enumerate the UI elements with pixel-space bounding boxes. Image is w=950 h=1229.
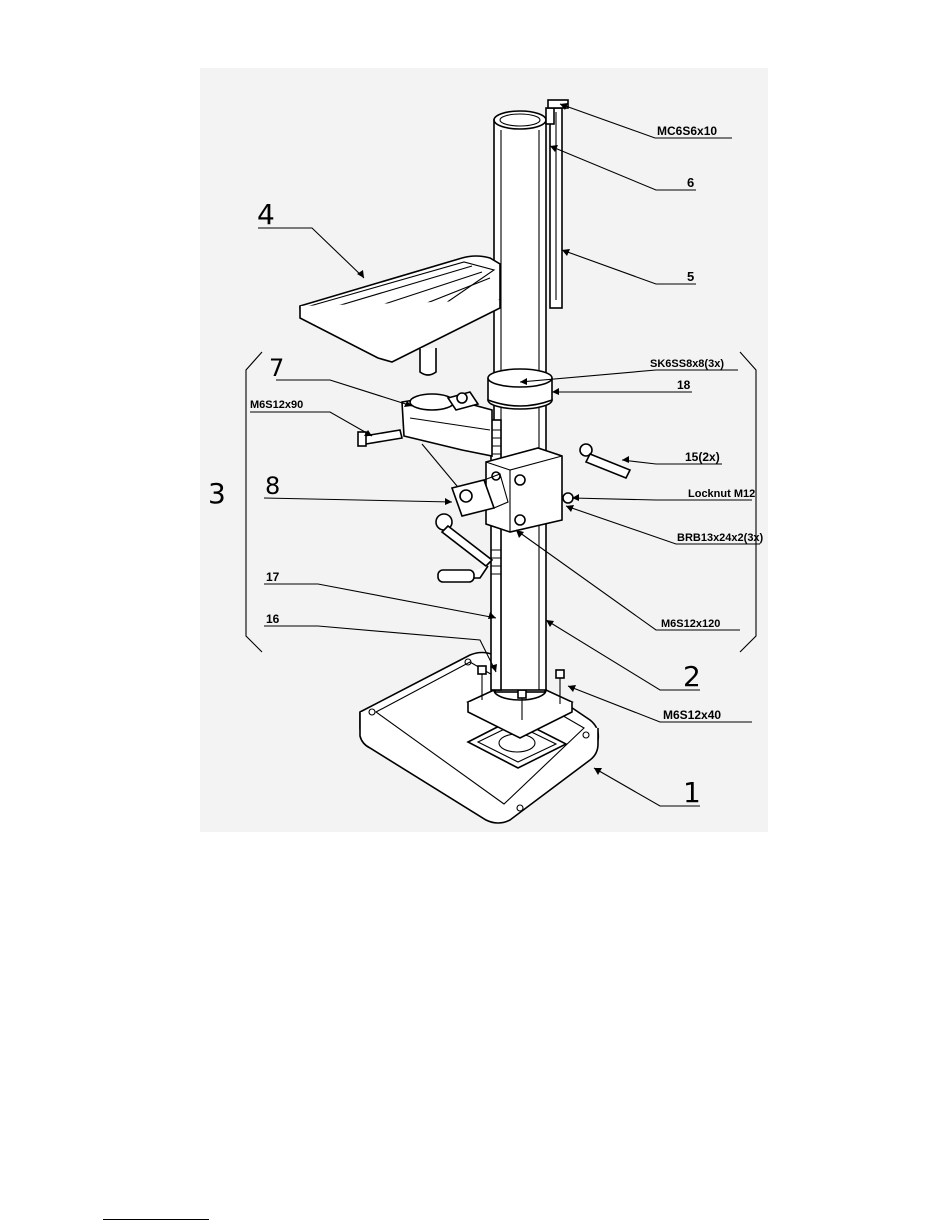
rack-ring xyxy=(488,369,552,409)
callout-m6s12x40: M6S12x40 xyxy=(663,708,721,722)
callout-15: 15(2x) xyxy=(685,450,720,464)
callout-brb13: BRB13x24x2(3x) xyxy=(677,532,764,544)
callout-m6s12x90: M6S12x90 xyxy=(250,399,303,411)
callout-6: 6 xyxy=(687,175,694,190)
callout-sk6ss8x8: SK6SS8x8(3x) xyxy=(650,358,724,370)
callout-locknut: Locknut M12 xyxy=(688,488,755,500)
clamp-bracket xyxy=(486,448,562,532)
footnote-separator xyxy=(103,1219,209,1220)
callout-1: 1 xyxy=(683,776,701,809)
callout-2: 2 xyxy=(683,660,701,693)
callout-7: 7 xyxy=(269,354,284,382)
callout-3: 3 xyxy=(208,477,226,510)
callout-m6s12x120: M6S12x120 xyxy=(661,618,720,630)
callout-5: 5 xyxy=(687,269,694,284)
callout-4: 4 xyxy=(257,198,275,231)
callout-18: 18 xyxy=(677,378,691,392)
callout-mc6s6x10: MC6S6x10 xyxy=(657,124,717,138)
callout-8: 8 xyxy=(265,472,280,500)
callout-17: 17 xyxy=(266,570,280,584)
callout-16: 16 xyxy=(266,612,280,626)
locknut xyxy=(563,493,573,503)
